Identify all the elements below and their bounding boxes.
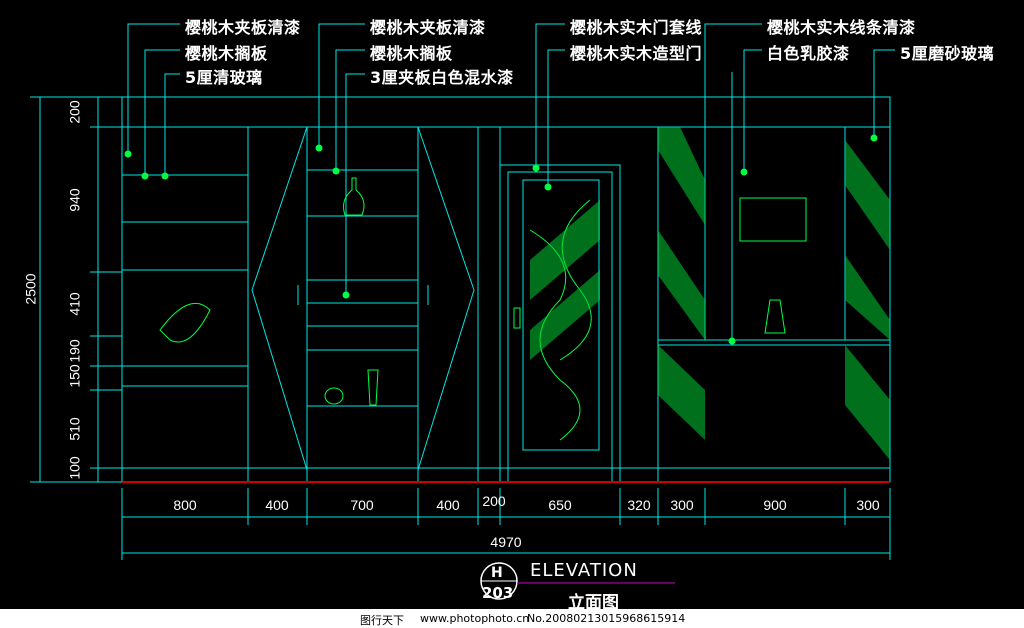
footer-url: www.photophoto.cn [420,612,530,625]
hdim-9: 300 [856,497,880,513]
title-code-bottom: 203 [482,584,514,602]
label-shaped-door: 樱桃木实木造型门 [570,44,703,63]
vdim-3: 190 [67,339,83,363]
hdim-3: 400 [436,497,460,513]
label-cherry-shelf-1: 樱桃木搁板 [185,44,268,63]
vdim-2: 410 [67,292,83,316]
footer-site: 图行天下 [360,614,404,627]
label-cherry-plywood-varnish-2: 樱桃木夹板清漆 [370,18,486,37]
hdim-4: 200 [482,493,506,509]
vdim-5: 510 [67,417,83,441]
hdim-2: 700 [350,497,374,513]
total-height: 2500 [23,273,39,304]
label-frosted-glass: 5厘磨砂玻璃 [900,44,995,63]
wall-outline [121,96,891,483]
title-code-top: H [491,565,503,581]
title-english: ELEVATION [530,560,638,581]
label-door-trim: 樱桃木实木门套线 [570,18,703,37]
label-plywood-white-paint: 3厘夹板白色混水漆 [370,68,514,87]
vdim-6: 100 [67,456,83,480]
title-chinese: 立面图 [568,593,619,613]
hdim-8: 900 [763,497,787,513]
hdim-6: 320 [627,497,651,513]
vdim-4: 150 [67,364,83,388]
label-cherry-line-varnish: 樱桃木实木线条清漆 [767,18,916,37]
label-cherry-shelf-2: 樱桃木搁板 [370,44,453,63]
vdim-0: 200 [67,100,83,124]
hdim-5: 650 [548,497,572,513]
hdim-7: 300 [670,497,694,513]
watermark-footer: 图行天下 www.photophoto.cn No.20080213015968… [0,609,1024,628]
vdim-1: 940 [67,188,83,212]
label-clear-glass: 5厘清玻璃 [185,68,263,87]
label-cherry-plywood-varnish-1: 樱桃木夹板清漆 [185,18,301,37]
label-white-latex-paint: 白色乳胶漆 [767,44,850,63]
hdim-1: 400 [265,497,289,513]
hdim-0: 800 [173,497,197,513]
footer-number: No.20080213015968615914 [527,612,686,625]
total-width: 4970 [490,534,521,550]
